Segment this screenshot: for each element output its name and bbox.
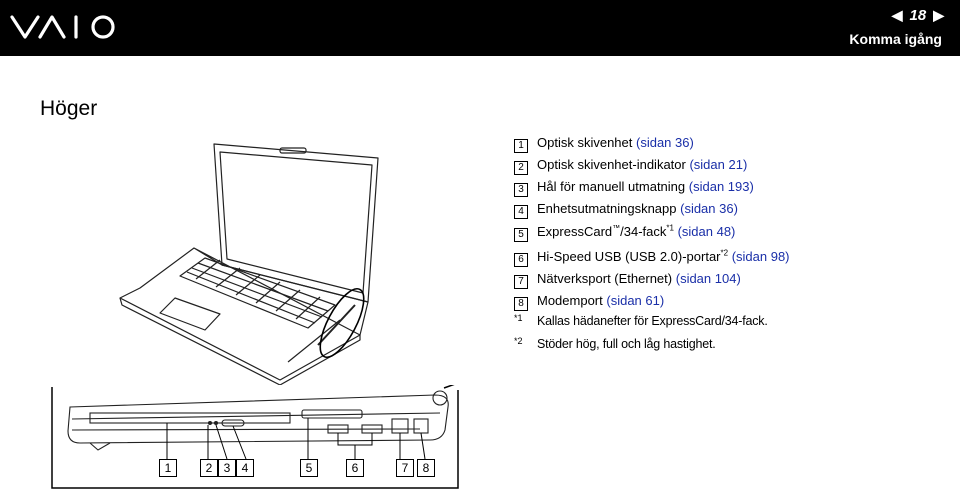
page-link[interactable]: (sidan 104) bbox=[675, 271, 741, 286]
list-item: 7 Nätverksport (Ethernet) (sidan 104) bbox=[514, 271, 741, 289]
section-title: Komma igång bbox=[849, 31, 942, 47]
footnote: *1 Kallas hädanefter för ExpressCard/34-f… bbox=[514, 313, 768, 328]
next-page-arrow[interactable]: ▶ bbox=[933, 7, 944, 23]
laptop-illustration bbox=[119, 143, 379, 385]
callout-1: 1 bbox=[159, 459, 177, 477]
item-number-box: 5 bbox=[514, 228, 528, 242]
item-label-suffix: /34-fack bbox=[620, 224, 667, 239]
footnote-mark: *2 bbox=[514, 336, 523, 346]
page-link[interactable]: (sidan 36) bbox=[636, 135, 694, 150]
prev-page-arrow[interactable]: ◀ bbox=[891, 7, 903, 23]
item-label: Enhetsutmatningsknapp bbox=[537, 201, 677, 216]
callout-8: 8 bbox=[417, 459, 435, 477]
item-number-box: 2 bbox=[514, 161, 528, 175]
list-item: 3 Hål för manuell utmatning (sidan 193) bbox=[514, 179, 754, 197]
list-item: 6 Hi-Speed USB (USB 2.0)-portar*2 (sidan … bbox=[514, 249, 790, 267]
item-label: Optisk skivenhet bbox=[537, 135, 633, 150]
list-item: 4 Enhetsutmatningsknapp (sidan 36) bbox=[514, 201, 738, 219]
item-number-box: 1 bbox=[514, 139, 528, 153]
item-label: ExpressCard bbox=[537, 224, 613, 239]
callout-2: 2 bbox=[200, 459, 218, 477]
footnote-mark: *1 bbox=[514, 313, 523, 323]
footnote-ref: *1 bbox=[666, 223, 674, 233]
callout-7: 7 bbox=[396, 459, 414, 477]
side-view-illustration bbox=[51, 385, 459, 489]
list-item: 2 Optisk skivenhet-indikator (sidan 21) bbox=[514, 157, 747, 175]
item-label: Modemport bbox=[537, 293, 603, 308]
callout-6: 6 bbox=[346, 459, 364, 477]
item-label: Optisk skivenhet-indikator bbox=[537, 157, 686, 172]
page-heading: Höger bbox=[40, 97, 98, 120]
vaio-logo bbox=[10, 15, 115, 39]
callout-4: 4 bbox=[236, 459, 254, 477]
header-bar: ◀ 18 ▶ Komma igång bbox=[0, 0, 960, 56]
list-item: 8 Modemport (sidan 61) bbox=[514, 293, 664, 311]
list-item: 1 Optisk skivenhet (sidan 36) bbox=[514, 135, 694, 153]
page-link[interactable]: (sidan 36) bbox=[680, 201, 738, 216]
item-label: Nätverksport (Ethernet) bbox=[537, 271, 673, 286]
footnote: *2 Stöder hög, full och låg hastighet. bbox=[514, 336, 716, 351]
page-link[interactable]: (sidan 98) bbox=[731, 249, 790, 264]
item-number-box: 8 bbox=[514, 297, 528, 311]
page-number: ◀ 18 ▶ bbox=[892, 7, 944, 24]
page-link[interactable]: (sidan 48) bbox=[677, 224, 736, 239]
item-label: Hål för manuell utmatning bbox=[537, 179, 686, 194]
callout-5: 5 bbox=[300, 459, 318, 477]
page-link[interactable]: (sidan 61) bbox=[606, 293, 665, 308]
page-link[interactable]: (sidan 21) bbox=[689, 157, 748, 172]
item-number-box: 7 bbox=[514, 275, 528, 289]
footnote-ref: *2 bbox=[720, 248, 729, 258]
footnote-text: Stöder hög, full och låg hastighet. bbox=[537, 337, 716, 351]
page-link[interactable]: (sidan 193) bbox=[688, 179, 754, 194]
list-item: 5 ExpressCard™/34-fack*1 (sidan 48) bbox=[514, 224, 735, 242]
item-label: Hi-Speed USB (USB 2.0)-portar bbox=[537, 249, 721, 264]
trademark-mark: ™ bbox=[612, 223, 621, 233]
item-number-box: 3 bbox=[514, 183, 528, 197]
page-number-text: 18 bbox=[909, 7, 927, 24]
footnote-text: Kallas hädanefter för ExpressCard/34-fac… bbox=[537, 314, 768, 328]
item-number-box: 6 bbox=[514, 253, 528, 267]
item-number-box: 4 bbox=[514, 205, 528, 219]
callout-3: 3 bbox=[218, 459, 236, 477]
